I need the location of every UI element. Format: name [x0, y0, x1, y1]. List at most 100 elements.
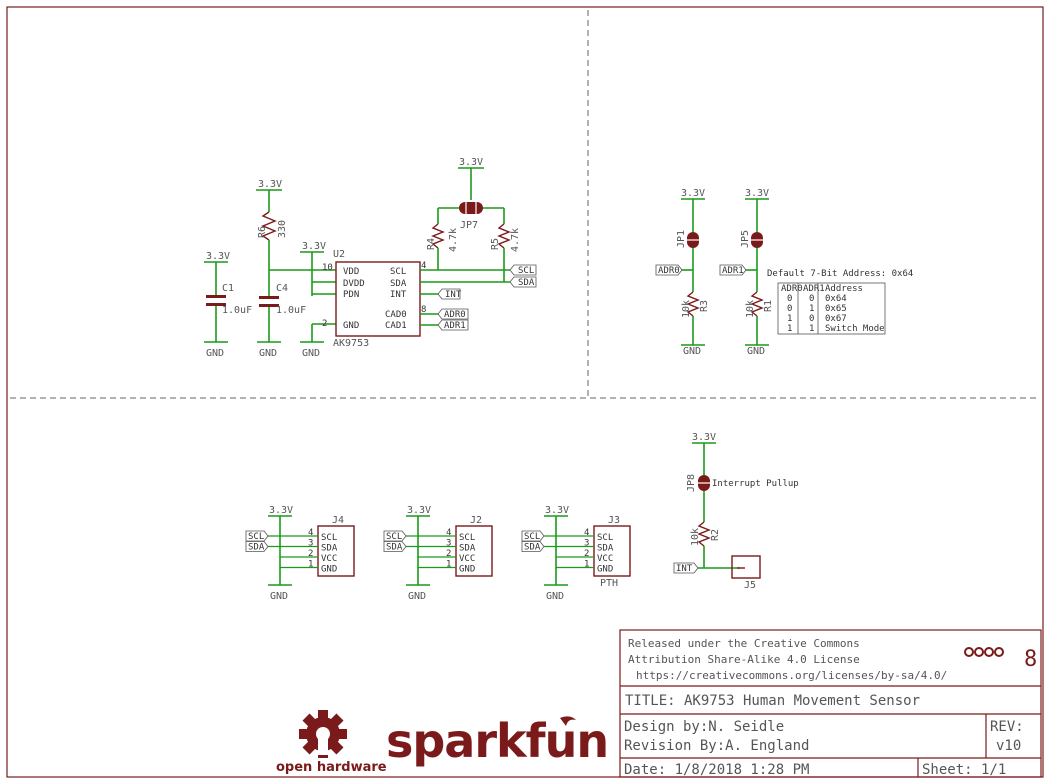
- net-flag: SDA: [386, 543, 403, 553]
- pin-pdn: PDN: [343, 290, 359, 300]
- sheet-count: Sheet: 1/1: [922, 762, 1006, 778]
- pin-gnd: GND: [343, 321, 359, 331]
- table-cell: 0x65: [825, 304, 847, 314]
- pin-num: 2: [308, 549, 313, 559]
- pin-scl: SCL: [390, 267, 406, 277]
- capacitor-c1: 3.3V C1 1.0uF GND: [204, 251, 252, 359]
- connector-ref: J3: [608, 515, 620, 526]
- table-cell: 1: [787, 314, 792, 324]
- net-flag: SDA: [524, 543, 541, 553]
- table-cell: 1: [809, 324, 814, 334]
- label-gnd: GND: [270, 591, 288, 602]
- jp1-ref: JP1: [676, 230, 687, 248]
- jp5-ref: JP5: [740, 230, 751, 248]
- table-header: ADR0: [781, 284, 803, 294]
- pin-label: SDA: [597, 544, 614, 554]
- pin-label: SCL: [459, 533, 475, 543]
- date: Date: 1/8/2018 1:28 PM: [624, 762, 809, 778]
- table-cell: 0: [787, 294, 792, 304]
- pin-label: SCL: [597, 533, 613, 543]
- sheet-number: 8: [1024, 647, 1037, 672]
- pin-label: SDA: [321, 544, 338, 554]
- pin-label: VCC: [597, 554, 613, 564]
- pin-num: 1: [584, 560, 589, 570]
- label-gnd: GND: [747, 346, 765, 357]
- net-flags-u2: INT ADR0 ADR1 SCL SDA: [437, 264, 537, 331]
- revision-by: Revision By:A. England: [624, 738, 809, 754]
- interrupt-pullup-label: Interrupt Pullup: [712, 479, 799, 489]
- pin-sda: SDA: [390, 279, 407, 289]
- jp7-ref: JP7: [460, 220, 478, 231]
- resistor-r6: 3.3V R6 330: [256, 179, 288, 296]
- pin-num: 3: [308, 539, 313, 549]
- label-3v3: 3.3V: [258, 179, 282, 190]
- r2-value: 10k: [690, 528, 701, 546]
- pin-num: 2: [584, 549, 589, 559]
- pin-num: 1: [446, 560, 451, 570]
- pin-num: 8: [421, 305, 426, 315]
- pin-label: SCL: [321, 533, 337, 543]
- flag-int: INT: [445, 290, 462, 300]
- r5-value: 4.7k: [510, 228, 521, 252]
- jp8-ref: JP8: [686, 474, 697, 492]
- flag-scl: SCL: [518, 266, 534, 276]
- pin-num: 4: [584, 528, 589, 538]
- pin-num: 3: [584, 539, 589, 549]
- pin-cad0: CAD0: [385, 310, 407, 320]
- c4-value: 1.0uF: [276, 305, 306, 316]
- table-header: Address: [825, 284, 863, 294]
- c4-ref: C4: [276, 283, 288, 294]
- label-3v3: 3.3V: [407, 505, 431, 516]
- rev-value: v10: [996, 738, 1021, 754]
- interrupt-pullup: 3.3V JP8 Interrupt Pullup 10k R2 INT J5: [673, 432, 799, 591]
- r3-ref: R3: [699, 300, 710, 312]
- open-hardware-logo: open hardware: [276, 710, 387, 775]
- flame-icon: [560, 716, 576, 726]
- pin-label: GND: [321, 565, 337, 575]
- label-3v3: 3.3V: [681, 188, 705, 199]
- label-3v3: 3.3V: [545, 505, 569, 516]
- label-3v3: 3.3V: [206, 251, 230, 262]
- table-cell: Switch Mode: [825, 324, 885, 334]
- label-3v3: 3.3V: [459, 157, 483, 168]
- default-address-note: Default 7-Bit Address: 0x64: [767, 269, 913, 279]
- connector-type: PTH: [600, 578, 618, 589]
- flag-adr0: ADR0: [658, 266, 680, 276]
- flag-adr1: ADR1: [444, 321, 466, 331]
- table-cell: 1: [809, 304, 814, 314]
- table-cell: 0: [809, 294, 814, 304]
- label-3v3: 3.3V: [302, 241, 326, 252]
- pin-cad1: CAD1: [385, 321, 407, 331]
- label-3v3: 3.3V: [692, 432, 716, 443]
- capacitor-c4: C4 1.0uF GND: [257, 283, 306, 359]
- label-gnd: GND: [302, 348, 320, 359]
- net-flag: SDA: [248, 543, 265, 553]
- r5-ref: R5: [490, 238, 501, 250]
- table-cell: 0x64: [825, 294, 847, 304]
- pin-num: 10: [322, 263, 333, 273]
- pin-vdd: VDD: [343, 267, 359, 277]
- r1-ref: R1: [763, 300, 774, 312]
- c1-value: 1.0uF: [222, 305, 252, 316]
- label-gnd: GND: [259, 348, 277, 359]
- connector-ref: J4: [332, 515, 344, 526]
- ic-u2-ak9753: 3.3V GND U2 AK9753 VDD DVDD PDN GND SCL …: [300, 241, 510, 359]
- pin-label: VCC: [321, 554, 337, 564]
- r4-ref: R4: [426, 238, 437, 250]
- net-flag: SCL: [248, 532, 264, 542]
- adr1-jumper: 3.3V JP5 ADR1 10k R1 GND: [719, 188, 774, 357]
- sheet-frame: [6, 6, 1044, 778]
- pin-num: 4: [308, 528, 313, 538]
- pin-num: 2: [322, 319, 327, 329]
- label-gnd: GND: [206, 348, 224, 359]
- pin-label: VCC: [459, 554, 475, 564]
- i2c-pullups: 3.3V JP7 R4 4.7k R5 4.7k: [426, 157, 521, 282]
- table-header: ADR1: [803, 284, 825, 294]
- pin-label: SDA: [459, 544, 476, 554]
- flag-int: INT: [676, 564, 693, 574]
- label-gnd: GND: [546, 591, 564, 602]
